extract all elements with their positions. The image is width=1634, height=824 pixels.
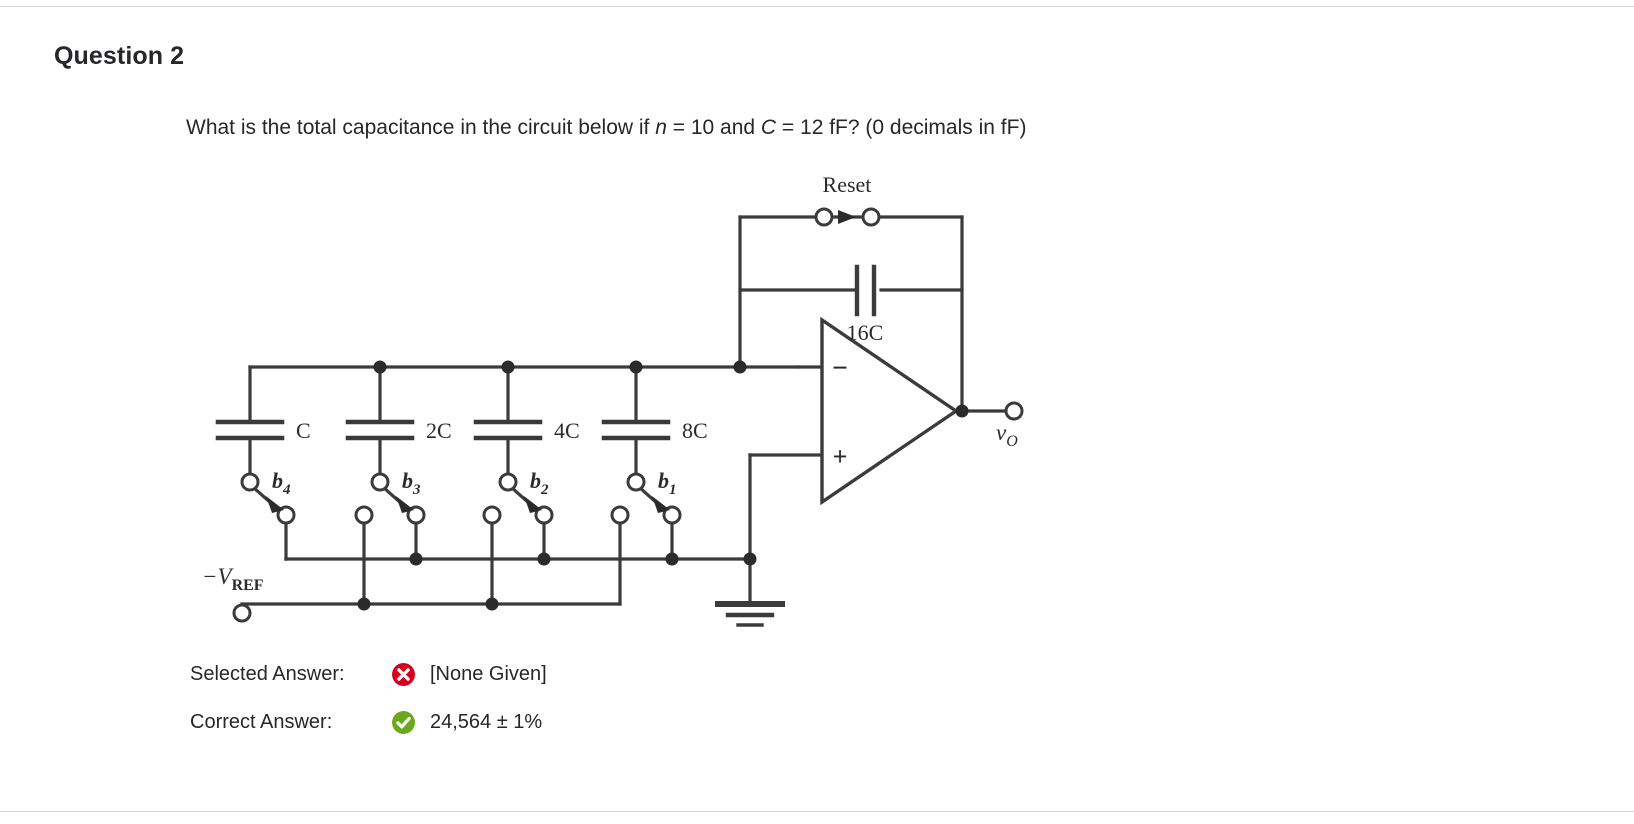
switch-label-b3: b3 [402,468,421,498]
opamp-minus-label: − [832,353,848,384]
switch-b1-arrow-icon [652,496,670,513]
switch-b4-pole [240,472,260,492]
correct-answer-value: 24,564 ± 1% [430,710,543,733]
switch-b4-contact-vref [276,505,296,525]
feedback-cap-label: 16C [847,320,884,345]
switch-b2-pole [498,472,518,492]
correct-answer-label: Correct Answer: [190,710,333,733]
opamp-triangle [820,316,960,506]
bottom-divider [0,811,1634,812]
junction-dot-vref-b3 [409,552,423,566]
junction-dot-vref-b2 [537,552,551,566]
switch-b4-arrow-icon [266,496,284,513]
reset-switch-contact-left [814,207,834,227]
incorrect-x-icon [386,662,420,687]
switch-b3-contact-gnd [354,505,374,525]
junction-dot-summing [733,360,747,374]
question-prompt: What is the total capacitance in the cir… [186,116,1026,140]
switch-b1-contact-vref [662,505,682,525]
switch-b1-contact-gnd [610,505,630,525]
reset-arrow-icon [838,210,856,224]
switch-label-b4: b4 [272,468,291,498]
junction-dot-gnd-b3 [357,597,371,611]
junction-dot-vref-b1 [665,552,679,566]
junction-dot-ground [743,552,757,566]
cap-label-2c: 2C [426,418,452,443]
prompt-variable-n: n [655,116,667,139]
switch-b1-pole [626,472,646,492]
output-terminal [1004,401,1024,421]
junction-dot-cap4 [629,360,643,374]
correct-check-icon [386,710,420,735]
selected-answer-row: Selected Answer: [None Given] [190,650,547,698]
output-label: vO [996,420,1018,450]
top-divider [0,6,1634,7]
junction-dot-cap3 [501,360,515,374]
junction-dot-gnd-b2 [485,597,499,611]
switch-b2-arrow-icon [524,496,542,513]
selected-answer-label: Selected Answer: [190,662,345,685]
arrowheads [266,210,856,513]
answers-block: Selected Answer: [None Given] Correct An… [190,650,547,746]
cap-label-8c: 8C [682,418,708,443]
prompt-variable-c: C [760,116,777,139]
switch-label-b1: b1 [658,468,677,498]
switch-b3-arrow-icon [396,496,414,513]
reset-switch-contact-right [861,207,881,227]
junction-dot-output [955,404,969,418]
junction-dot-cap2 [373,360,387,374]
opamp-plus-label: + [833,442,848,471]
circuit-figure: Reset 16C C 2C 4C 8C b4 b3 b2 b1 −VREF v… [150,172,1090,632]
cap-label-4c: 4C [554,418,580,443]
vref-label: −VREF [202,564,264,594]
prompt-segment-2: = 10 and [666,116,761,139]
cap-label-c: C [296,418,311,443]
correct-answer-row: Correct Answer: 24,564 ± 1% [190,698,547,746]
switch-label-b2: b2 [530,468,549,498]
prompt-segment-0: What is the total capacitance in the cir… [186,116,656,139]
switch-b3-pole [370,472,390,492]
switch-b3-contact-vref [406,505,426,525]
switch-b2-contact-vref [534,505,554,525]
selected-answer-value: [None Given] [430,662,547,685]
vref-terminal [232,603,252,623]
reset-label: Reset [823,172,872,197]
switch-b2-contact-gnd [482,505,502,525]
page-title: Question 2 [54,42,185,70]
prompt-segment-4: = 12 fF? (0 decimals in fF) [776,116,1027,139]
junction-dots [357,360,969,611]
